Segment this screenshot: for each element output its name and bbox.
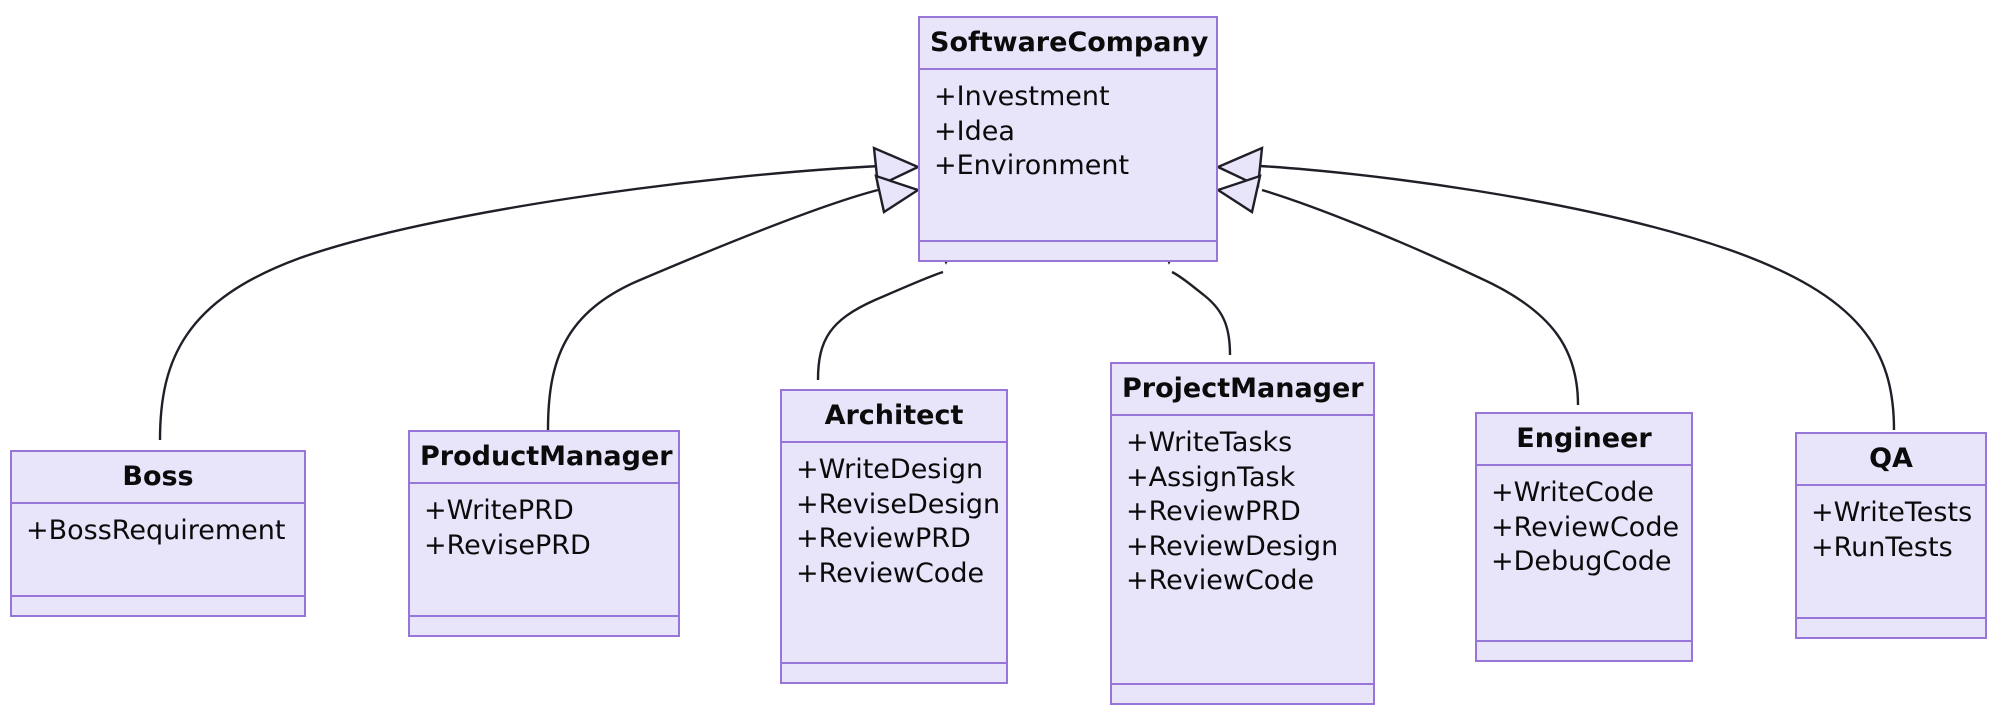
class-attributes-softwarecompany: +Investment +Idea +Environment bbox=[920, 70, 1216, 242]
class-attributes-productmanager: +WritePRD +RevisePRD bbox=[410, 484, 678, 617]
class-title-projectmanager: ProjectManager bbox=[1112, 364, 1373, 416]
class-member: +ReviseDesign bbox=[796, 488, 1001, 520]
class-methods-boss bbox=[12, 597, 304, 615]
class-member: +WriteTasks bbox=[1126, 427, 1293, 458]
class-member: +WriteCode bbox=[1491, 477, 1655, 508]
class-member: +WritePRD bbox=[424, 495, 574, 526]
class-member: +ReviewCode bbox=[796, 557, 985, 589]
inheritance-arrowhead-productmanager bbox=[874, 174, 921, 214]
inheritance-arrowhead-qa bbox=[1215, 146, 1264, 188]
class-node-softwarecompany[interactable]: SoftwareCompany +Investment +Idea +Envir… bbox=[918, 16, 1218, 262]
class-node-architect[interactable]: Architect +WriteDesign +ReviseDesign +Re… bbox=[780, 389, 1008, 684]
class-title-qa: QA bbox=[1797, 434, 1985, 486]
class-member: +RunTests bbox=[1811, 531, 1953, 563]
inheritance-arrowhead-engineer bbox=[1215, 174, 1262, 214]
class-title-architect: Architect bbox=[782, 391, 1006, 443]
inheritance-arrowhead-boss bbox=[872, 146, 921, 188]
class-member: +ReviewDesign bbox=[1126, 530, 1339, 562]
class-member: +RevisePRD bbox=[424, 529, 591, 561]
class-methods-architect bbox=[782, 664, 1006, 682]
class-title-engineer: Engineer bbox=[1477, 414, 1691, 466]
edge-boss-to-softwarecompany bbox=[158, 164, 881, 441]
class-methods-productmanager bbox=[410, 617, 678, 635]
class-attributes-engineer: +WriteCode +ReviewCode +DebugCode bbox=[1477, 466, 1691, 642]
class-member: +ReviewCode bbox=[1126, 565, 1315, 597]
class-methods-softwarecompany bbox=[920, 242, 1216, 260]
class-attributes-qa: +WriteTests +RunTests bbox=[1797, 486, 1985, 619]
class-member: +Environment bbox=[934, 150, 1130, 182]
class-methods-qa bbox=[1797, 619, 1985, 637]
class-node-projectmanager[interactable]: ProjectManager +WriteTasks +AssignTask +… bbox=[1110, 362, 1375, 705]
class-node-boss[interactable]: Boss +BossRequirement bbox=[10, 450, 306, 617]
class-attributes-boss: +BossRequirement bbox=[12, 504, 304, 597]
class-member: +ReviewPRD bbox=[1126, 496, 1301, 528]
class-member: +WriteDesign bbox=[796, 454, 984, 485]
class-attributes-architect: +WriteDesign +ReviseDesign +ReviewPRD +R… bbox=[782, 443, 1006, 664]
class-member: +ReviewCode bbox=[1491, 511, 1680, 543]
class-node-qa[interactable]: QA +WriteTests +RunTests bbox=[1795, 432, 1987, 639]
class-title-boss: Boss bbox=[12, 452, 304, 504]
class-title-productmanager: ProductManager bbox=[410, 432, 678, 484]
class-node-productmanager[interactable]: ProductManager +WritePRD +RevisePRD bbox=[408, 430, 680, 637]
edge-architect-to-softwarecompany bbox=[816, 270, 944, 381]
class-methods-projectmanager bbox=[1112, 685, 1373, 703]
class-title-softwarecompany: SoftwareCompany bbox=[920, 18, 1216, 70]
class-member: +AssignTask bbox=[1126, 461, 1296, 493]
class-methods-engineer bbox=[1477, 642, 1691, 660]
class-member: +Investment bbox=[934, 81, 1110, 112]
edge-projectmanager-to-softwarecompany bbox=[1171, 270, 1232, 356]
class-attributes-projectmanager: +WriteTasks +AssignTask +ReviewPRD +Revi… bbox=[1112, 416, 1373, 685]
class-member: +Idea bbox=[934, 115, 1015, 147]
class-member: +DebugCode bbox=[1491, 546, 1672, 578]
class-member: +BossRequirement bbox=[26, 515, 286, 546]
class-node-engineer[interactable]: Engineer +WriteCode +ReviewCode +DebugCo… bbox=[1475, 412, 1693, 662]
class-member: +ReviewPRD bbox=[796, 523, 971, 555]
class-member: +WriteTests bbox=[1811, 497, 1973, 528]
